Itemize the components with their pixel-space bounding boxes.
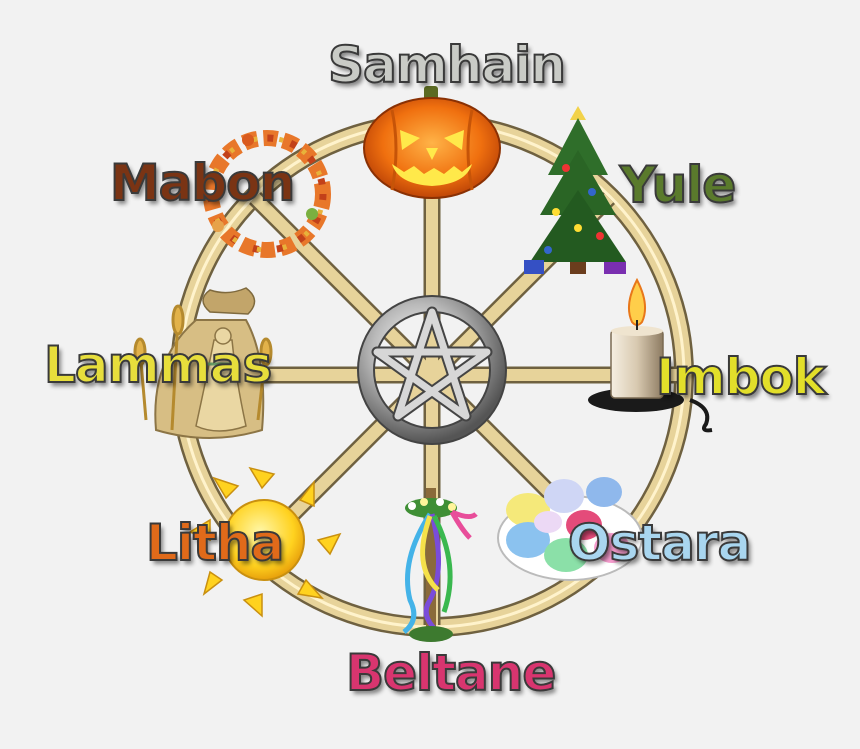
label-mabon: Mabon (109, 154, 296, 212)
jack-o-lantern-icon (363, 86, 501, 199)
label-samhain: Samhain (327, 36, 567, 94)
maypole-icon (402, 488, 478, 642)
label-beltane: Beltane (345, 644, 557, 702)
sun-icon (188, 466, 342, 618)
easter-eggs-icon (497, 477, 643, 581)
wheat-sheaf-icon (133, 287, 273, 439)
label-imbolc: Imbok (655, 348, 827, 406)
label-litha: Litha (145, 514, 285, 572)
christmas-tree-icon (524, 106, 626, 274)
label-lammas: Lammas (43, 336, 273, 394)
label-yule: Yule (619, 156, 737, 214)
pentacle-icon (357, 295, 507, 445)
autumn-wreath-icon (203, 130, 331, 258)
candle-icon (588, 277, 713, 433)
label-ostara: Ostara (567, 514, 752, 572)
